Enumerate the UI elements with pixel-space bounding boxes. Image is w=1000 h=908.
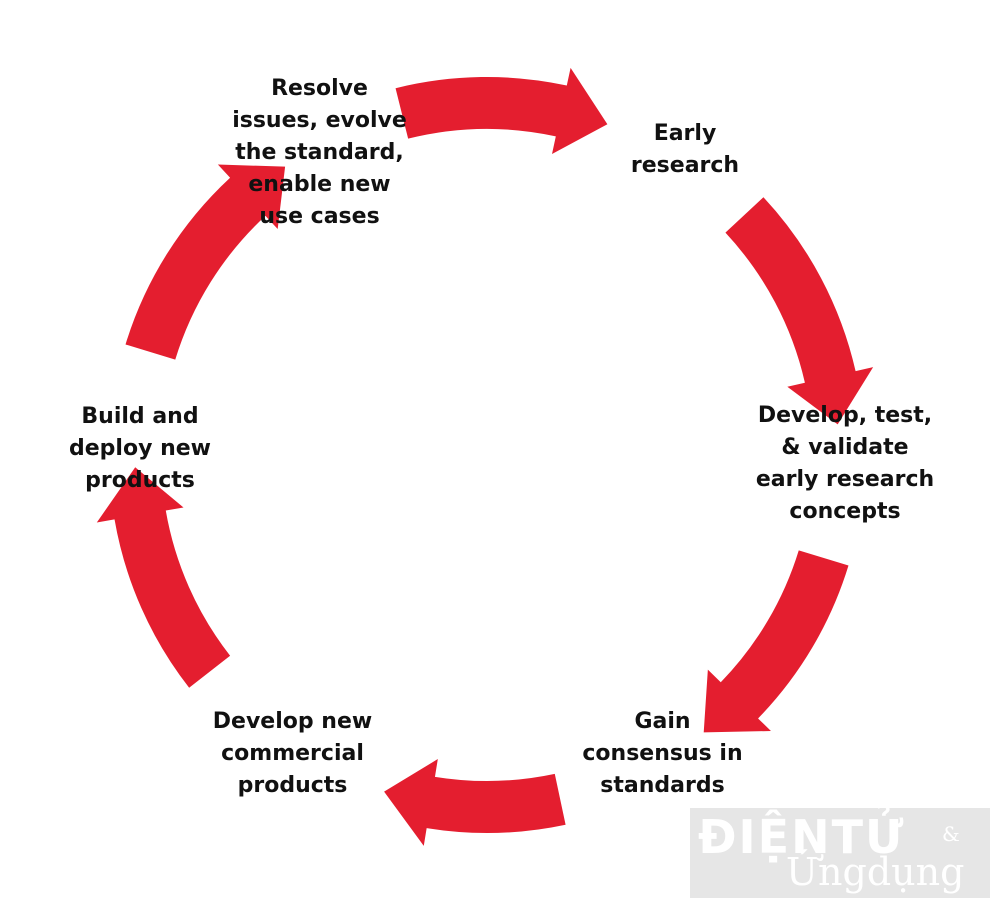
stage-early-research: Early research bbox=[630, 121, 740, 178]
arrow-to-build-deploy bbox=[96, 467, 231, 688]
watermark-line2: Ứngdụng bbox=[786, 850, 965, 894]
arrow-to-early-research bbox=[395, 67, 608, 154]
stage-build-deploy: Build and deploy new products bbox=[69, 404, 211, 493]
stage-gain-consensus: Gain consensus in standards bbox=[582, 709, 743, 798]
stage-develop-test-validate: Develop, test, & validate early research… bbox=[755, 403, 935, 524]
stage-resolve-issues: Resolve issues, evolve the standard, ena… bbox=[232, 76, 407, 229]
stage-develop-commercial-products: Develop new commercial products bbox=[212, 709, 373, 798]
arrow-to-resolve-issues bbox=[125, 164, 286, 360]
arrow-to-gain-consensus bbox=[703, 550, 849, 733]
watermark-logo: ĐIỆNTỬ & Ứngdụng bbox=[690, 808, 990, 898]
watermark-line1: ĐIỆNTỬ bbox=[698, 810, 906, 864]
arrow-to-develop-commercial bbox=[384, 759, 566, 846]
arrow-to-develop-test bbox=[725, 197, 874, 425]
watermark-ampersand: & bbox=[942, 822, 960, 846]
